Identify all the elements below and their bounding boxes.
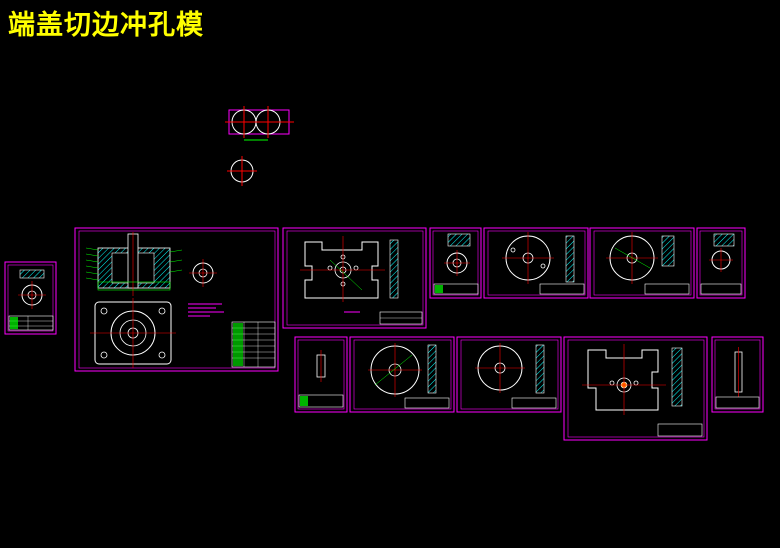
- sheet-die-plate: [282, 227, 427, 329]
- blank-strip-sketch: [225, 106, 294, 141]
- sheet-small-part-right: [696, 227, 746, 299]
- part-blank-sketch: [227, 156, 257, 186]
- sheet-round-plate-2: [589, 227, 695, 299]
- drawing-title: 端盖切边冲孔模: [8, 10, 204, 41]
- sheet-round-plate-4: [456, 336, 562, 413]
- sheet-round-plate-1: [483, 227, 589, 299]
- sheet-assembly-drawing: [74, 227, 279, 372]
- sheet-pin-detail: [294, 336, 348, 413]
- sheet-round-plate-3: [349, 336, 455, 413]
- sheet-punch-holder: [429, 227, 482, 299]
- sheet-guide-pin: [711, 336, 764, 413]
- sheet-stripper-plate: [563, 336, 708, 441]
- sheet-part-drawing: [4, 261, 57, 335]
